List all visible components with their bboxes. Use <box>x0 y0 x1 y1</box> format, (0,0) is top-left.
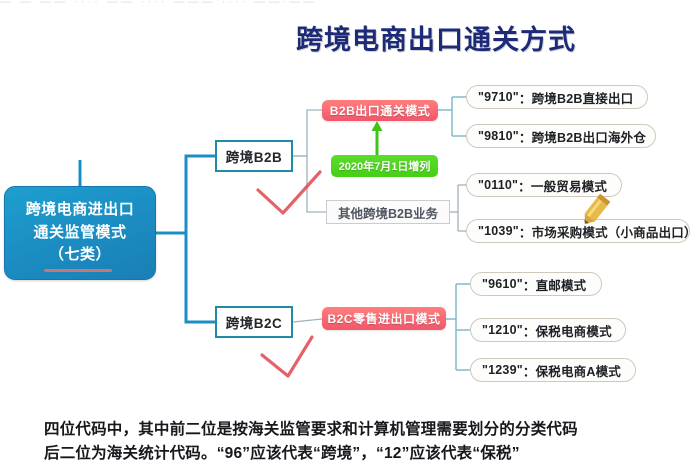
leaf-separator: ： <box>518 225 532 240</box>
top-cutoff-strip: — — —— ···· —— ···· ——— ···· ——·—— <box>0 0 700 11</box>
leaf-node-1039[interactable]: "1039" ： 市场采购模式（小商品出口） <box>466 219 696 243</box>
leaf-label: 跨境B2B直接出口 <box>531 91 634 106</box>
leaf-code: "1039" <box>478 224 519 238</box>
leaf-label: 保税电商A模式 <box>535 364 622 379</box>
leaf-node-1210[interactable]: "1210" ： 保税电商模式 <box>470 318 626 342</box>
leaf-code: "9810" <box>478 129 519 143</box>
mode-pill-b2c[interactable]: B2C零售进出口模式 <box>322 307 446 330</box>
leaf-label: 跨境B2B出口海外仓 <box>531 130 647 145</box>
leaf-code: "1210" <box>482 323 523 337</box>
leaf-node-1239[interactable]: "1239" ： 保税电商A模式 <box>470 358 636 382</box>
sub-node-other-b2b[interactable]: 其他跨境B2B业务 <box>326 200 450 224</box>
leaf-separator: ： <box>518 179 531 194</box>
leaf-label: 直邮模式 <box>535 278 587 293</box>
leaf-label: 保税电商模式 <box>535 324 612 339</box>
leaf-node-9810[interactable]: "9810" ： 跨境B2B出口海外仓 <box>466 124 656 148</box>
leaf-node-0110[interactable]: "0110" ： 一般贸易模式 <box>466 173 622 197</box>
root-underline-annotation <box>44 269 112 272</box>
root-node[interactable]: 跨境电商进出口 通关监管模式 （七类） <box>4 186 156 280</box>
leaf-separator: ： <box>522 278 536 293</box>
pencil-cursor-icon <box>584 193 611 224</box>
leaf-separator: ： <box>522 324 536 339</box>
root-line-3: （七类） <box>48 246 111 264</box>
page-title: 跨境电商出口通关方式 <box>296 25 576 55</box>
root-line-2: 通关监管模式 <box>33 223 127 241</box>
leaf-separator: ： <box>518 91 532 106</box>
category-node-b2c[interactable]: 跨境B2C <box>215 306 293 338</box>
leaf-code: "1239" <box>482 363 523 377</box>
leaf-node-9710[interactable]: "9710" ： 跨境B2B直接出口 <box>466 85 648 109</box>
leaf-code: "9610" <box>482 277 523 291</box>
root-line-1: 跨境电商进出口 <box>25 201 135 219</box>
leaf-code: "9710" <box>478 90 519 104</box>
bottom-caption: 四位代码中，其中前二位是按海关监管要求和计算机管理需要划分的分类代码 后二位为海… <box>44 418 664 466</box>
caption-line-2: 后二位为海关统计代码。“96”应该代表“跨境”，“12”应该代表“保税” <box>44 445 520 463</box>
top-cutoff-text: — — —— ···· —— ···· ——— ···· ——·—— <box>0 0 318 8</box>
caption-line-1: 四位代码中，其中前二位是按海关监管要求和计算机管理需要划分的分类代码 <box>44 421 578 438</box>
category-node-b2b[interactable]: 跨境B2B <box>215 140 293 172</box>
leaf-label: 市场采购模式（小商品出口） <box>531 225 697 240</box>
leaf-separator: ： <box>522 364 536 379</box>
leaf-label: 一般贸易模式 <box>530 179 608 194</box>
note-box-2020[interactable]: 2020年7月1日增列 <box>331 155 438 177</box>
leaf-separator: ： <box>518 130 532 145</box>
leaf-node-9610[interactable]: "9610" ： 直邮模式 <box>470 272 602 296</box>
mode-pill-b2b[interactable]: B2B出口通关模式 <box>322 100 438 121</box>
leaf-code: "0110" <box>478 178 519 192</box>
